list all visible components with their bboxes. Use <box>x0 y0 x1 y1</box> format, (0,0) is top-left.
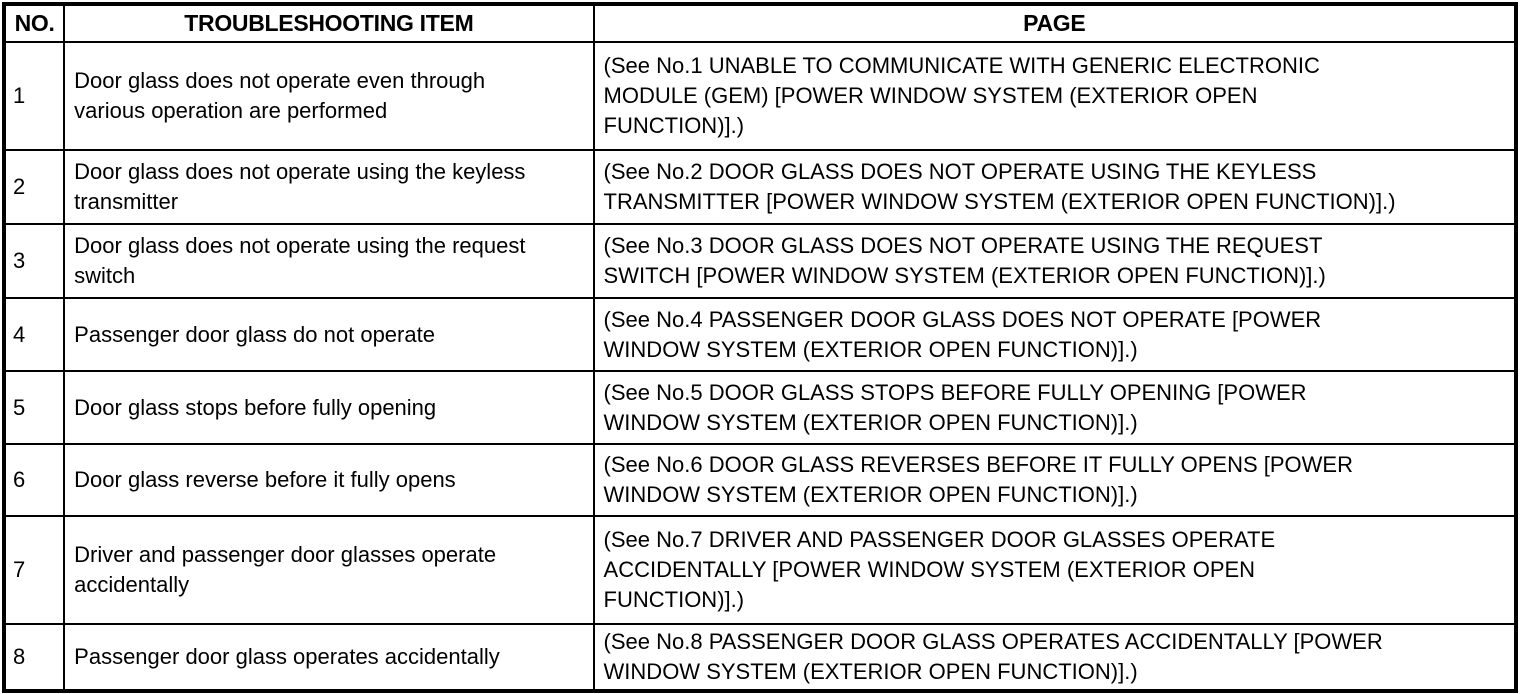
table-row: 8 Passenger door glass operates accident… <box>2 623 1518 692</box>
page-ref-cell: (See No.4 PASSENGER DOOR GLASS DOES NOT … <box>592 297 1518 372</box>
page-ref-cell: (See No.6 DOOR GLASS REVERSES BEFORE IT … <box>592 443 1518 517</box>
table-row: 6 Door glass reverse before it fully ope… <box>2 443 1518 517</box>
item-cell: Door glass does not operate even through… <box>63 41 595 151</box>
table-row: 2 Door glass does not operate using the … <box>2 149 1518 225</box>
col-header-item: TROUBLESHOOTING ITEM <box>63 3 595 43</box>
row-no-cell: 1 <box>2 41 66 151</box>
row-no-cell: 3 <box>2 223 66 299</box>
page-ref-cell: (See No.3 DOOR GLASS DOES NOT OPERATE US… <box>592 223 1518 299</box>
page-ref-cell: (See No.7 DRIVER AND PASSENGER DOOR GLAS… <box>592 515 1518 625</box>
page-ref-cell: (See No.8 PASSENGER DOOR GLASS OPERATES … <box>592 623 1518 692</box>
table-row: 5 Door glass stops before fully opening … <box>2 370 1518 445</box>
row-no-cell: 6 <box>2 443 66 517</box>
page-ref-cell: (See No.5 DOOR GLASS STOPS BEFORE FULLY … <box>592 370 1518 445</box>
col-header-page: PAGE <box>592 3 1518 43</box>
page-ref-cell: (See No.2 DOOR GLASS DOES NOT OPERATE US… <box>592 149 1518 225</box>
table-row: 4 Passenger door glass do not operate (S… <box>2 297 1518 372</box>
item-cell: Driver and passenger door glasses operat… <box>63 515 595 625</box>
table-row: 7 Driver and passenger door glasses oper… <box>2 515 1518 625</box>
col-header-no: NO. <box>2 3 66 43</box>
item-cell: Door glass does not operate using the ke… <box>63 149 595 225</box>
table-header-row: NO. TROUBLESHOOTING ITEM PAGE <box>2 3 1518 43</box>
row-no-cell: 8 <box>2 623 66 692</box>
row-no-cell: 2 <box>2 149 66 225</box>
row-no-cell: 5 <box>2 370 66 445</box>
page-ref-cell: (See No.1 UNABLE TO COMMUNICATE WITH GEN… <box>592 41 1518 151</box>
row-no-cell: 7 <box>2 515 66 625</box>
item-cell: Passenger door glass operates accidental… <box>63 623 595 692</box>
item-cell: Door glass stops before fully opening <box>63 370 595 445</box>
table-row: 3 Door glass does not operate using the … <box>2 223 1518 299</box>
item-cell: Door glass does not operate using the re… <box>63 223 595 299</box>
table-row: 1 Door glass does not operate even throu… <box>2 41 1518 151</box>
item-cell: Door glass reverse before it fully opens <box>63 443 595 517</box>
item-cell: Passenger door glass do not operate <box>63 297 595 372</box>
row-no-cell: 4 <box>2 297 66 372</box>
